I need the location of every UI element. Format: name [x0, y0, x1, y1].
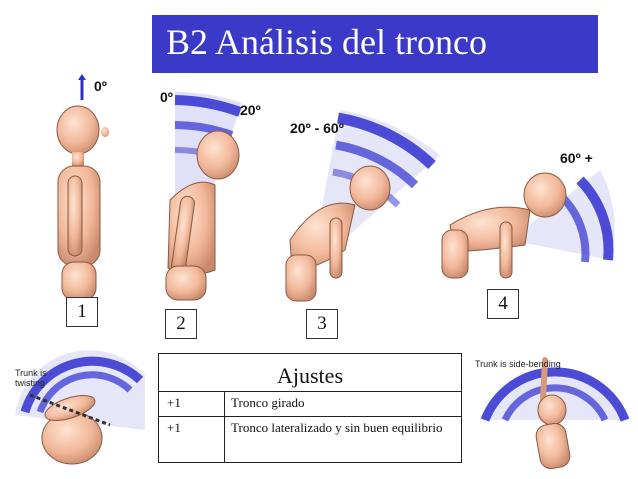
ajustes-header: Ajustes: [277, 363, 343, 388]
table-row: +1 Tronco lateralizado y sin buen equili…: [159, 416, 461, 463]
figure-4-number: 4: [487, 289, 519, 319]
slide-title: B2 Análisis del tronco: [166, 22, 487, 62]
figure-3-angle-label: 20º - 60º: [290, 120, 344, 136]
figure-1-angle-label: 0º: [94, 78, 107, 94]
adjustment-description: Tronco girado: [231, 395, 305, 410]
ajustes-table: Ajustes +1 Tronco girado +1 Tronco later…: [158, 353, 462, 463]
adjustment-value: +1: [159, 417, 225, 463]
figure-4-deep-flexion: [441, 170, 615, 279]
figure-1-upright: [56, 74, 109, 301]
figure-twisting: [15, 350, 145, 465]
title-bar: [152, 15, 598, 73]
figure-2-angle-label: 20º: [240, 102, 261, 118]
adjustment-value: +1: [159, 392, 225, 416]
table-row: +1 Tronco girado: [159, 391, 461, 416]
figure-2-slight-flexion: [165, 92, 242, 301]
figure-2-angle-label-top: 0º: [160, 89, 173, 105]
figure-3-number: 3: [306, 309, 338, 339]
figure-4-angle-label: 60º +: [560, 150, 593, 166]
figure-1-number: 1: [66, 297, 98, 327]
caption-twisting: Trunk is twisting: [15, 368, 47, 388]
figure-side-bending: [480, 357, 630, 470]
caption-side-bending: Trunk is side-bending: [475, 359, 561, 369]
figure-2-number: 2: [165, 309, 197, 339]
adjustment-description: Tronco lateralizado y sin buen equilibri…: [231, 420, 443, 435]
figure-3-medium-flexion: [285, 110, 440, 302]
